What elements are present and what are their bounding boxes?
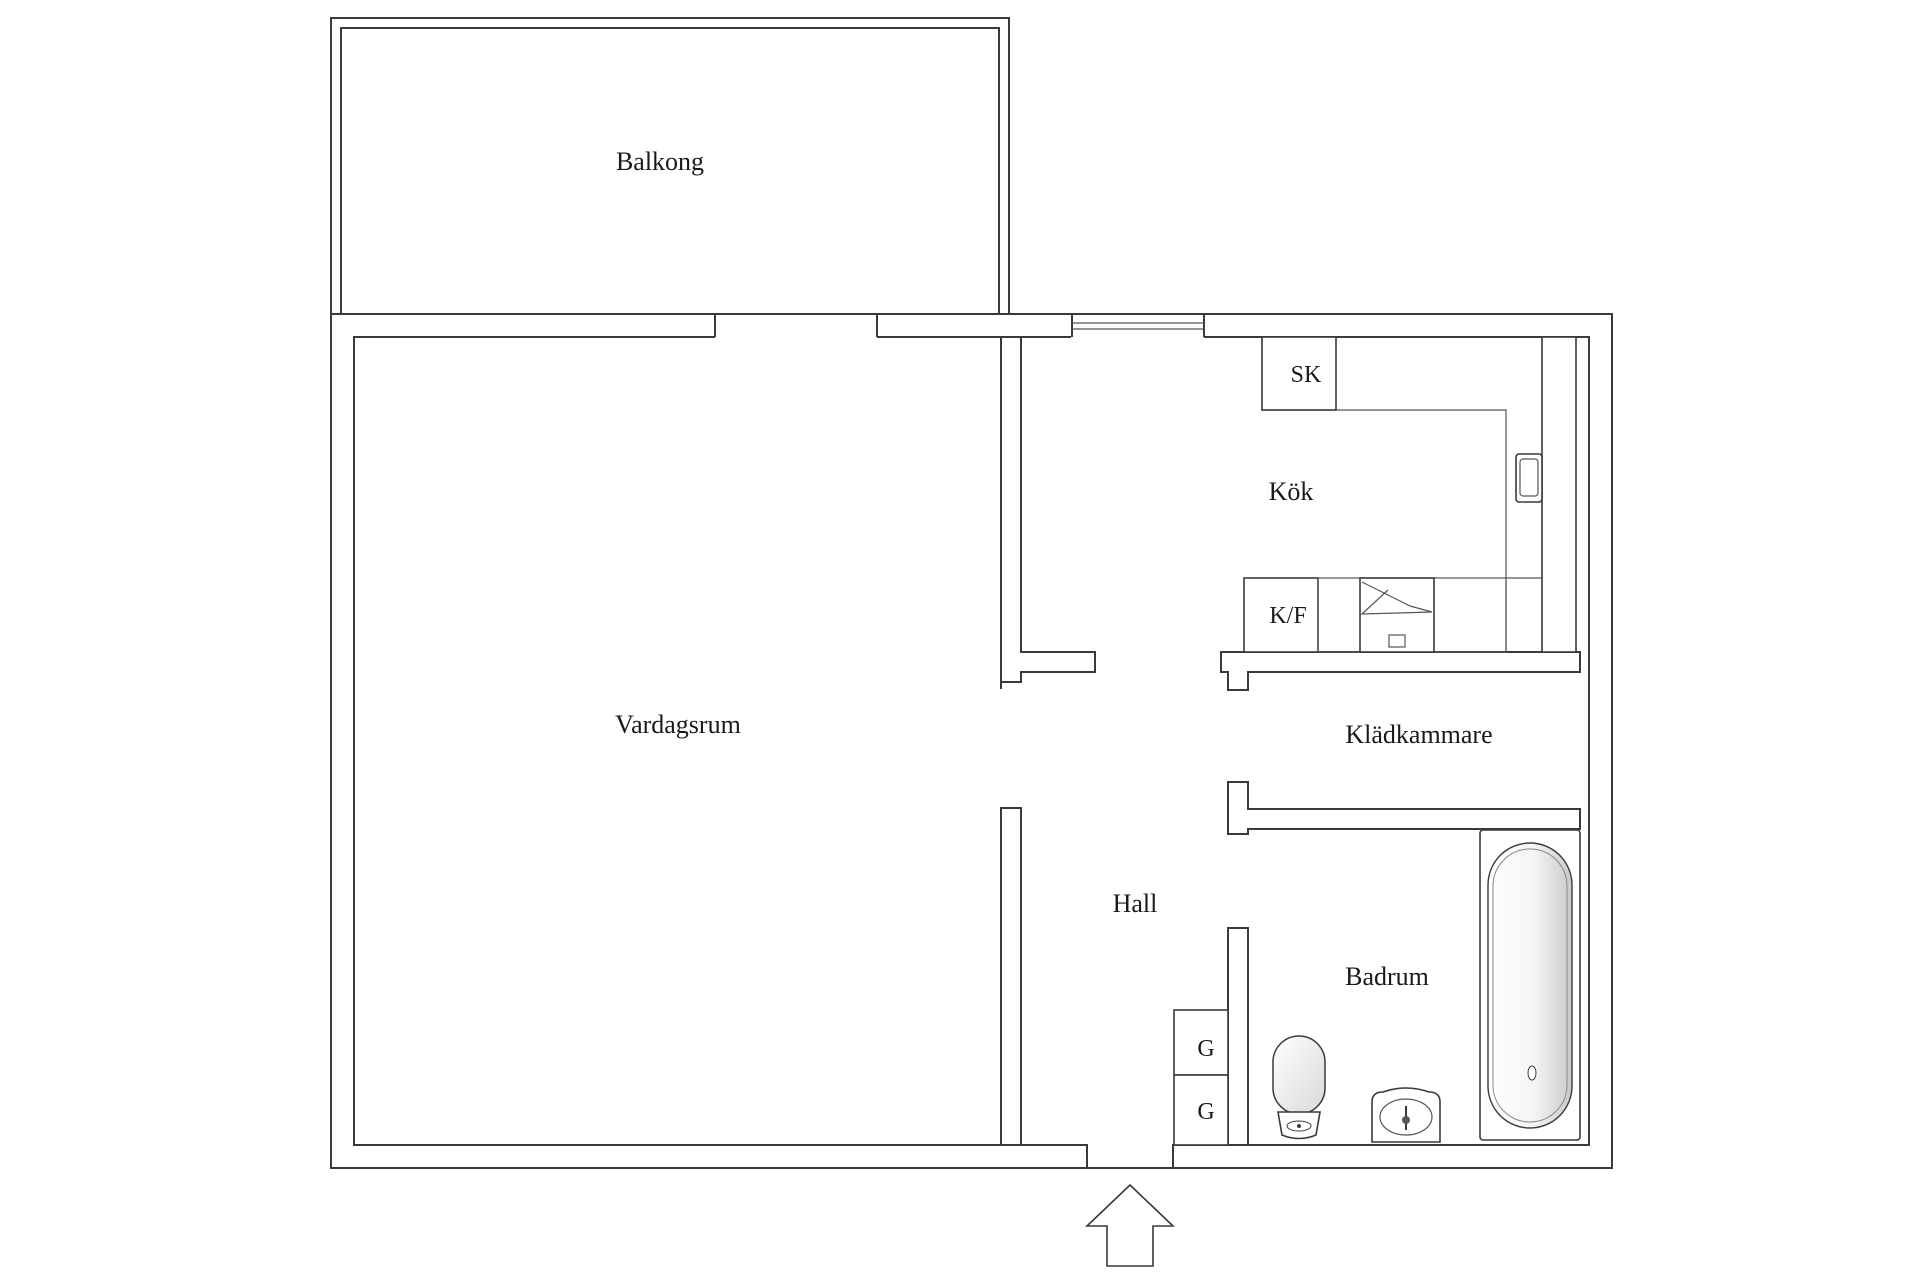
room-label-bathroom: Badrum xyxy=(1345,962,1429,991)
entrance-opening xyxy=(1088,1146,1172,1167)
room-label-living-room: Vardagsrum xyxy=(615,710,741,739)
room-label-kitchen: Kök xyxy=(1269,477,1314,506)
label-wardrobe-2: G xyxy=(1197,1099,1214,1125)
room-label-walk-in-closet: Klädkammare xyxy=(1345,720,1492,749)
room-label-hall: Hall xyxy=(1113,889,1158,918)
wardrobes xyxy=(1173,1009,1229,1146)
label-wardrobe-1: G xyxy=(1197,1036,1214,1062)
stove-icon xyxy=(1359,577,1435,653)
entrance-arrow-icon xyxy=(1085,1183,1175,1267)
kitchen-sink-icon xyxy=(1515,453,1543,503)
bathtub-icon xyxy=(1479,829,1581,1141)
outer-walls xyxy=(330,313,1613,1169)
interior-walls xyxy=(1000,336,1581,1146)
kitchen-counter xyxy=(1243,336,1577,653)
kitchen-window xyxy=(1071,314,1205,337)
balcony-door-opening xyxy=(714,314,878,337)
room-label-balcony: Balkong xyxy=(616,147,704,176)
toilet-icon xyxy=(1272,1035,1326,1140)
label-broom-closet: SK xyxy=(1291,362,1322,388)
wash-basin-icon xyxy=(1371,1087,1441,1143)
label-fridge-freezer: K/F xyxy=(1269,603,1306,629)
